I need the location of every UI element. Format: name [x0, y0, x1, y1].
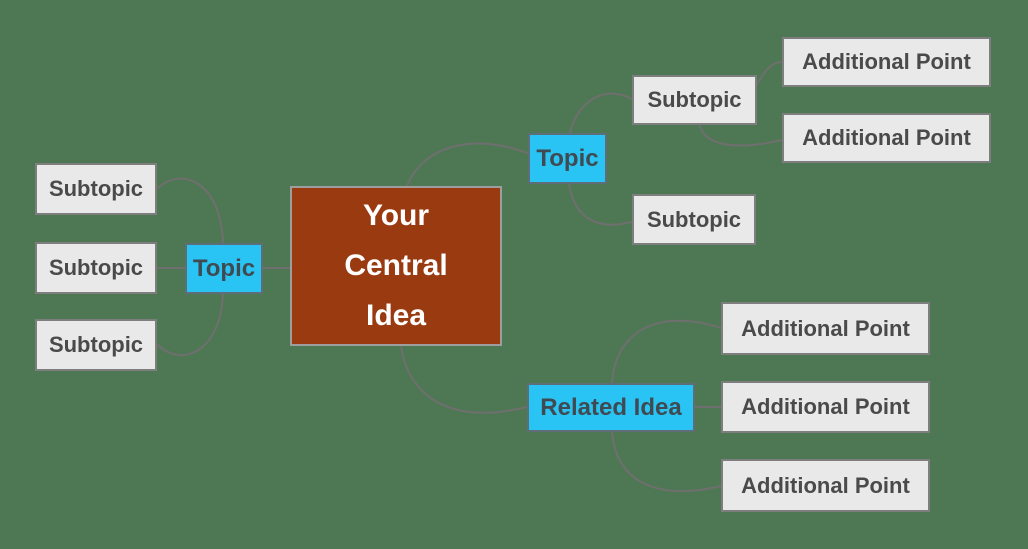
edge-topic-left-subtopic-l3: [157, 292, 224, 356]
edge-related-ap3: [611, 319, 722, 384]
node-subtopic-left-2: Subtopic: [35, 242, 157, 294]
central-idea-line-2: Central: [344, 249, 448, 282]
central-idea-line-1: Your: [362, 199, 430, 232]
central-idea-line-3: Idea: [365, 299, 427, 332]
node-additional-point-top-1: Additional Point: [782, 37, 991, 87]
edge-topic-right-subtopic-r2: [568, 183, 633, 226]
node-central-idea: Your Central Idea: [290, 186, 502, 346]
edge-topic-left-subtopic-l1: [157, 177, 224, 244]
edge-topic-right-subtopic-r1: [569, 92, 633, 134]
node-related-idea: Related Idea: [527, 383, 695, 432]
node-additional-point-top-2: Additional Point: [782, 113, 991, 163]
edge-central-related-idea: [400, 345, 528, 414]
node-subtopic-right-2: Subtopic: [632, 194, 756, 245]
node-topic-right: Topic: [528, 133, 607, 184]
node-topic-left: Topic: [185, 243, 263, 294]
node-additional-point-bottom-3: Additional Point: [721, 459, 930, 512]
node-additional-point-bottom-1: Additional Point: [721, 302, 930, 355]
node-subtopic-left-1: Subtopic: [35, 163, 157, 215]
node-subtopic-left-3: Subtopic: [35, 319, 157, 371]
edge-central-topic-right: [406, 142, 528, 187]
node-subtopic-right-1: Subtopic: [632, 75, 757, 125]
node-additional-point-bottom-2: Additional Point: [721, 381, 930, 433]
edge-subtopic-r1-ap1: [756, 61, 783, 85]
edge-subtopic-r1-ap2: [699, 125, 783, 147]
edge-related-ap5: [611, 431, 722, 493]
